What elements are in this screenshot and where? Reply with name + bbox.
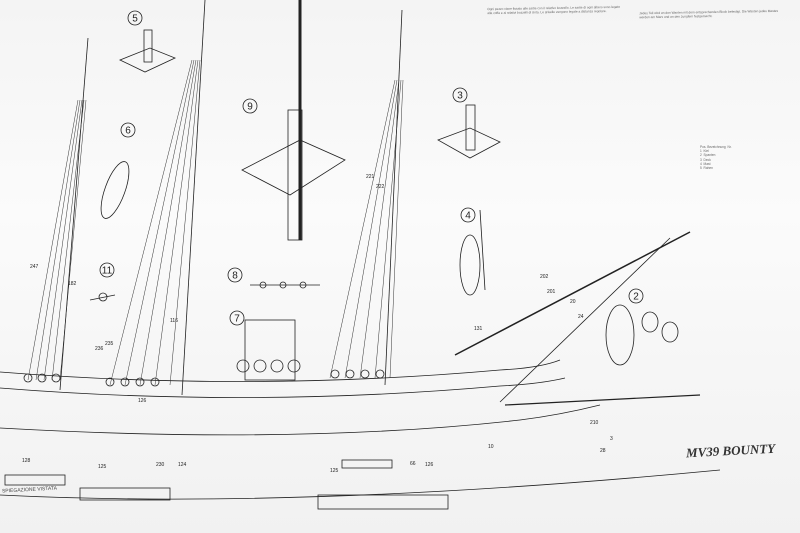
part-label: 126 [425,462,434,468]
part-label: 124 [178,462,187,468]
detail-circle-5 [127,10,143,26]
bowsprit [454,231,691,356]
part-label: 128 [22,458,31,464]
mast-mizzen [384,9,403,386]
part-label: 236 [95,346,104,352]
detail-11-block [89,292,116,302]
mast-main [181,0,206,396]
detail-number-5: 5 [132,14,138,25]
detail-number-11: 11 [102,266,113,277]
detail-9-top [241,109,346,241]
part-label: 230 [156,462,165,468]
detail-circle-8 [227,267,243,283]
detail-circle-9 [242,98,258,114]
part-label: 202 [540,274,549,280]
notes-german: Jedes Teil wird an den Wanten mit dem en… [639,8,779,20]
hull-lower-line [0,377,566,398]
notes-english: Ogni pezzo viene fissato alle sartie con… [487,4,621,16]
detail-5-cap [119,29,177,73]
jib-boom [504,394,701,406]
detail-circle-4 [460,207,476,223]
detail-circle-2 [628,288,644,304]
hull-upper-line [0,359,561,382]
part-label: 222 [376,184,385,190]
part-label: 116 [170,318,178,324]
detail-2-blocks [605,304,679,366]
part-label: 247 [30,264,39,270]
detail-7-deadeyes [236,319,301,381]
shrouds-main [109,59,201,386]
shrouds-fore [27,99,87,381]
detail-circle-6 [120,122,136,138]
part-label: 3 [610,436,613,442]
part-label: 235 [105,341,114,347]
deadeyes [23,369,385,387]
keel-line [0,469,721,500]
detail-number-8: 8 [232,271,238,282]
part-label: 66 [410,461,416,467]
part-label: 201 [547,289,556,295]
detail-number-6: 6 [125,126,131,137]
detail-number-7: 7 [234,314,240,325]
stay-line [499,237,671,403]
detail-number-2: 2 [633,292,639,303]
part-label: 182 [68,281,77,287]
detail-number-3: 3 [457,91,463,102]
detail-number-4: 4 [465,211,471,222]
part-label: 125 [330,468,339,474]
shrouds-mizzen [329,79,404,379]
detail-4-block [459,209,486,296]
part-label: 125 [98,464,107,470]
part-label: 20 [570,299,576,305]
detail-6-block [100,161,130,219]
part-label: 131 [474,326,483,332]
detail-3-cap [437,104,501,159]
detail-circle-11 [99,262,115,278]
part-label: 126 [138,398,147,404]
part-label: 24 [578,314,584,320]
detail-circle-7 [229,310,245,326]
pin-rails [4,459,449,510]
parts-list: Pos. Bezeichnung Nr. 1 Kiel 2 Spanten 3 … [700,145,732,171]
part-label: 221 [366,174,375,180]
detail-8-blocks [250,281,320,289]
hull-waterline [0,404,601,436]
part-label: 10 [488,444,494,450]
part-label: 210 [590,420,599,426]
detail-number-9: 9 [247,102,253,113]
detail-circle-3 [452,87,468,103]
part-label: 28 [600,448,606,454]
